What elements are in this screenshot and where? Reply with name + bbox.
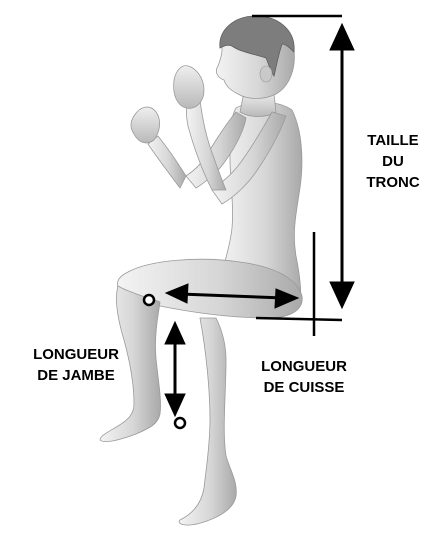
trunk-height-label-line-3: TRONC (358, 172, 428, 193)
trunk-bottom-line (256, 318, 342, 320)
leg-length-label: LONGUEUR DE JAMBE (14, 344, 138, 386)
hand-far (131, 107, 160, 143)
head (216, 16, 294, 99)
leg-length-measure (165, 322, 185, 416)
trunk-height-label: TAILLE DU TRONC (358, 130, 428, 193)
ankle-landmark-icon (175, 418, 185, 428)
seated-human-figure (100, 16, 302, 525)
leg-length-label-line-2: DE JAMBE (14, 365, 138, 386)
trunk-arrowhead-down (330, 282, 354, 308)
knee-landmark-icon (144, 295, 154, 305)
trunk-arrowhead-up (330, 24, 354, 50)
leg-arrowhead-down (165, 394, 185, 416)
leg-length-label-line-1: LONGUEUR (14, 344, 138, 365)
thigh-length-label-line-2: DE CUISSE (245, 377, 363, 398)
forearm-far (148, 136, 186, 188)
thigh-length-label: LONGUEUR DE CUISSE (245, 356, 363, 398)
thigh-length-label-line-1: LONGUEUR (245, 356, 363, 377)
far-lower-leg (179, 318, 236, 525)
trunk-height-label-line-1: TAILLE (358, 130, 428, 151)
trunk-height-label-line-2: DU (358, 151, 428, 172)
leg-arrowhead-up (165, 322, 185, 344)
hand-near (174, 66, 204, 109)
